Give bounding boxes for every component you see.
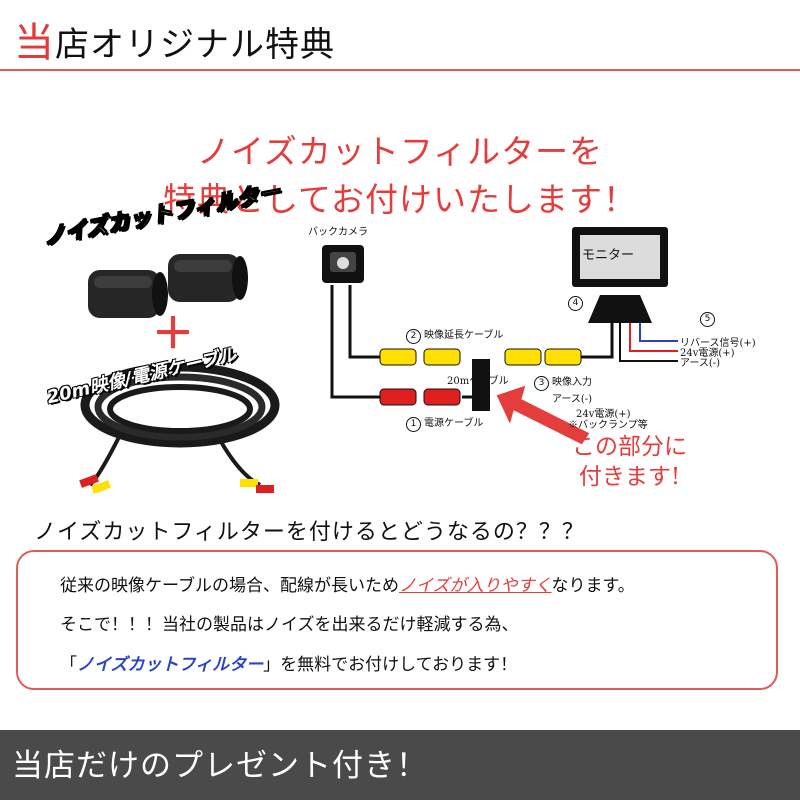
noise-filter-right bbox=[168, 254, 248, 302]
ground-label-2: アース(-) bbox=[680, 358, 721, 369]
cable-coil-image bbox=[79, 362, 280, 494]
explanation-line-3: 「ノイズカットフィルター」を無料でお付けしております！ bbox=[60, 655, 518, 675]
power-24v-label: 24v電源(+) bbox=[576, 409, 631, 420]
noise-filter-image bbox=[88, 254, 248, 318]
attach-line-1: この部分に bbox=[572, 434, 687, 460]
page-title-first-char: 当 bbox=[14, 20, 55, 66]
wiring-diagram bbox=[322, 227, 678, 445]
hero-headline: ノイズカットフィルターを 特典としてお付けいたします！ bbox=[0, 128, 800, 224]
yellow-plug bbox=[504, 348, 542, 366]
hero-line-1: ノイズカットフィルターを bbox=[196, 132, 604, 171]
item-5-number: 5 bbox=[700, 312, 718, 327]
back-lamp-label: ※バックランプ等 bbox=[568, 420, 648, 431]
reverse-signal-label: リバース信号(+) bbox=[680, 338, 756, 349]
red-plug bbox=[379, 388, 417, 406]
red-plug bbox=[423, 388, 461, 406]
explanation-line-1: 従来の映像ケーブルの場合、配線が長いためノイズが入りやすくなります。 bbox=[60, 576, 635, 596]
power-24v-label-2: 24v電源(+) bbox=[680, 348, 735, 359]
footer-text: 当店だけのプレゼント付き！ bbox=[12, 748, 428, 784]
attach-callout: この部分に 付きます! bbox=[572, 432, 687, 492]
noise-filter-left bbox=[88, 270, 168, 318]
page-title: 当店オリジナル特典 bbox=[14, 10, 335, 68]
cable-20m-label: 20mケーブル bbox=[447, 376, 509, 387]
yellow-plug bbox=[544, 348, 582, 366]
ground-label-1: アース(-) bbox=[552, 394, 593, 405]
attach-line-2: 付きます! bbox=[578, 464, 681, 490]
question-heading: ノイズカットフィルターを付けるとどうなるの？？？ bbox=[34, 520, 585, 545]
item-4-number: 4 bbox=[568, 296, 586, 311]
noise-emphasis: ノイズが入りやすく bbox=[398, 576, 552, 596]
monitor-label: モニター bbox=[582, 248, 635, 263]
explanation-box bbox=[16, 550, 778, 690]
yellow-plug bbox=[379, 348, 417, 366]
cable-junction bbox=[472, 359, 490, 411]
back-camera-label: バックカメラ bbox=[308, 227, 368, 238]
pointer-arrow-icon bbox=[495, 384, 591, 445]
plus-sign: ＋ bbox=[152, 309, 195, 358]
hero-line-2: 特典としてお付けいたします！ bbox=[162, 180, 638, 219]
product-name-emphasis: ノイズカットフィルター bbox=[77, 655, 264, 675]
footer-banner bbox=[0, 730, 800, 800]
back-camera-icon bbox=[322, 245, 364, 283]
header-divider bbox=[0, 69, 800, 71]
yellow-plug bbox=[423, 348, 461, 366]
page-title-rest: 店オリジナル特典 bbox=[55, 25, 335, 65]
monitor-icon bbox=[572, 227, 668, 323]
explanation-line-2: そこで！！！当社の製品はノイズを出来るだけ軽減する為、 bbox=[60, 615, 519, 635]
